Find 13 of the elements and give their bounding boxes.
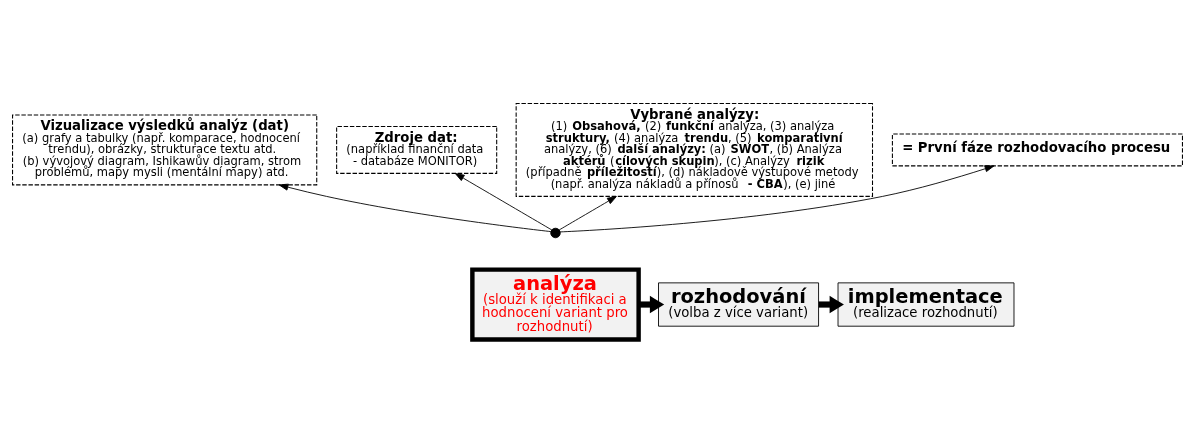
- arrow: [278, 183, 552, 233]
- node-box: rozhodování (volba z více variant): [658, 282, 819, 327]
- arrow: [818, 295, 844, 314]
- node-box: Zdroje dat: (například finanční data - databáze MONITOR): [336, 126, 498, 174]
- node-box: = První fáze rozhodovacího procesu: [891, 133, 1183, 167]
- node-box: implementace (realizace rozhodnutí): [837, 282, 1015, 327]
- node-box: Vizualizace výsledků analýz (dat) (a) grafy a tabulky (např. komparace, hodnocení trendu), obrázky, strukturace textu atd. (b) vývojový diagram, Ishikawův diagram, strom problémů, mapy mysli (mentální mapy) atd.: [12, 114, 318, 186]
- node-circle: [550, 227, 561, 239]
- node-box: Vybrané analýzy: (1) Obsahová, (2) funkční analýza, (3) analýza struktury, (4) analýza trendu, (5) komparativní analýzy, (6) další analýzy: (a) SWOT, (b) Analýza aktérů (cílových skupin), (c) Analýzy rizik (případně příležitostí), (d) nákladově výstupové metody (např. analýza nákladů a přínosů - CBA), (e) jiné: [515, 103, 874, 197]
- arrow: [454, 173, 553, 231]
- arrow: [559, 165, 995, 233]
- node-box: analýza (slouží k identifikaci a hodnocení variant pro rozhodnutí): [470, 267, 641, 342]
- arrow: [558, 196, 617, 231]
